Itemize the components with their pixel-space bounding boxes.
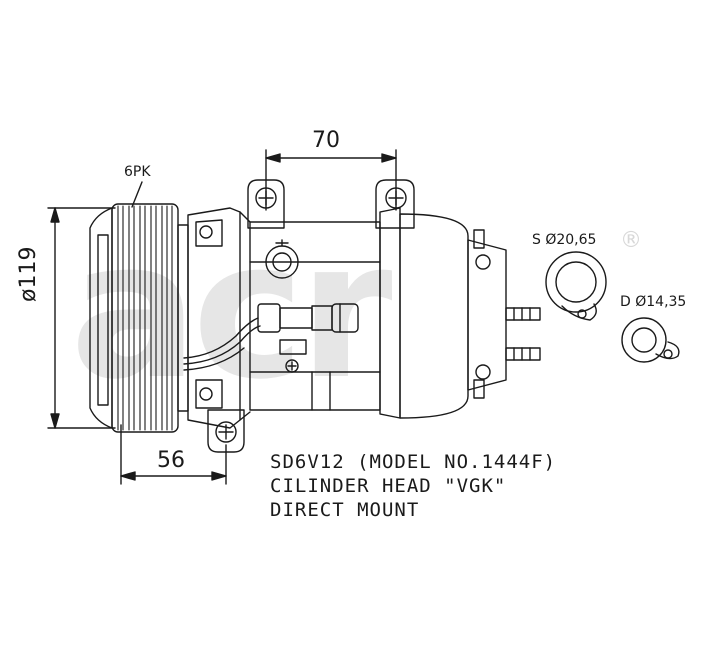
spec-line-head: CILINDER HEAD "VGK" bbox=[270, 475, 507, 497]
front-housing bbox=[187, 207, 251, 429]
dimension-lines bbox=[47, 149, 397, 485]
spec-line-mount: DIRECT MOUNT bbox=[270, 499, 420, 521]
dimension-width-bottom: 56 bbox=[157, 448, 185, 473]
pulley bbox=[89, 203, 189, 433]
top-mount-right bbox=[375, 179, 415, 229]
discharge-port-fitting bbox=[621, 317, 680, 363]
dimension-diameter: ø119 bbox=[16, 246, 41, 302]
suction-port-fitting bbox=[545, 251, 607, 321]
discharge-port-label: D Ø14,35 bbox=[620, 294, 687, 310]
top-mount-left bbox=[247, 179, 285, 229]
registered-mark: ® bbox=[620, 228, 642, 253]
compressor-body bbox=[249, 221, 381, 411]
spec-line-model: SD6V12 (MODEL NO.1444F) bbox=[270, 451, 557, 473]
pulley-label: 6PK bbox=[124, 164, 151, 180]
suction-port-label: S Ø20,65 bbox=[532, 232, 597, 248]
rear-head bbox=[379, 207, 541, 419]
watermark-logo: acr bbox=[70, 200, 393, 421]
dimension-width-top: 70 bbox=[312, 128, 340, 153]
bottom-mount bbox=[207, 409, 245, 453]
electrical-connector bbox=[183, 303, 359, 371]
